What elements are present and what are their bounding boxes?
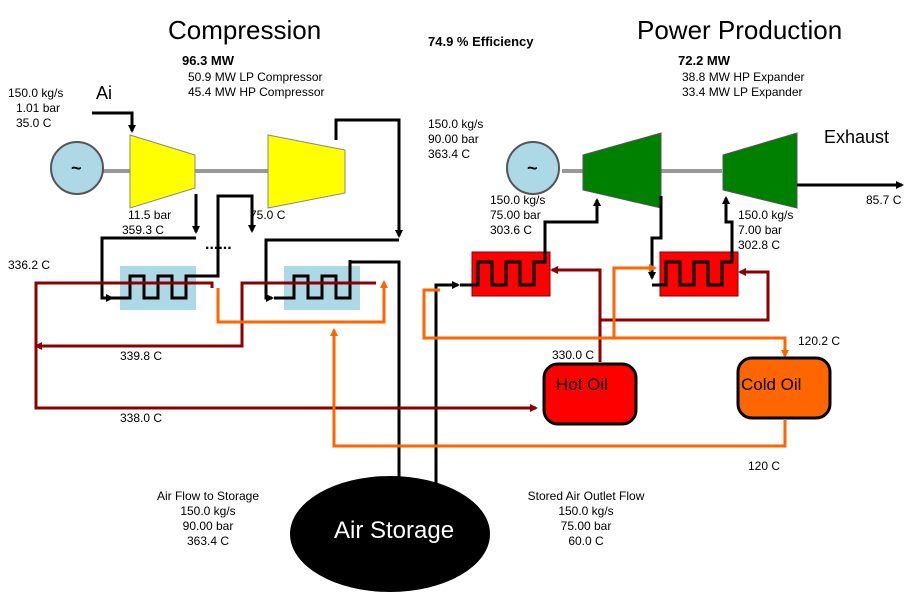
lp-expander — [722, 132, 798, 209]
storage-inlet-flow: 150.0 kg/s — [428, 117, 484, 131]
exhaust-temp: 85.7 C — [866, 193, 902, 207]
cold-oil-from-hp-reheater — [422, 264, 657, 340]
lp-compressor — [129, 134, 196, 209]
hp-outlet-line — [334, 118, 403, 238]
compression-total-power: 96.3 MW — [182, 53, 235, 68]
air-storage-label: Air Storage — [334, 517, 455, 544]
power-production-total: 72.2 MW — [678, 53, 731, 68]
lp-outlet-pressure: 11.5 bar — [128, 208, 172, 222]
power-production-title: Power Production — [637, 15, 843, 45]
cold-oil-label: Cold Oil — [741, 375, 802, 394]
to-storage-line — [350, 260, 403, 492]
oil-temp-330-0: 330.0 C — [552, 348, 595, 362]
lp-compressor-power: 50.9 MW LP Compressor — [188, 70, 323, 84]
lp-expander-inlet-temp: 302.8 C — [738, 238, 781, 252]
stored-outlet-flow: 150.0 kg/s — [558, 504, 614, 518]
hp-reheater — [471, 251, 551, 297]
inlet-temp: 35.0 C — [16, 116, 52, 130]
hot-oil-label: Hot Oil — [556, 375, 608, 394]
lp-reheater-coil — [652, 248, 734, 287]
stored-outlet-pressure: 75.00 bar — [560, 519, 612, 533]
hp-expander-inlet-pressure: 75.00 bar — [490, 208, 541, 222]
reheater-to-lp-expander-line — [722, 196, 734, 250]
air-inlet-line — [92, 111, 136, 133]
compression-title: Compression — [168, 15, 322, 45]
hot-oil-supply-lp-reheater — [600, 268, 770, 322]
air-storage-cavern — [290, 476, 490, 592]
cold-oil-to-intercoolers — [330, 328, 787, 448]
hot-oil-return-hp — [34, 281, 376, 350]
stored-outlet-title: Stored Air Outlet Flow — [527, 489, 645, 503]
inlet-label: Ai — [96, 83, 113, 103]
hot-oil-tank — [542, 362, 638, 426]
hot-oil-supply-hp-reheater — [550, 266, 602, 362]
storage-inlet-pressure: 90.00 bar — [428, 132, 479, 146]
lp-to-intercooler-line — [100, 236, 196, 302]
inlet-pressure: 1.01 bar — [16, 101, 61, 115]
flow-to-storage-title: Air Flow to Storage — [156, 489, 260, 503]
flow-to-storage-flow: 150.0 kg/s — [180, 504, 236, 518]
lp-outlet-temp: 359.3 C — [122, 223, 165, 237]
hp-expander-inlet-temp: 303.6 C — [490, 223, 533, 237]
compression-motor — [50, 141, 104, 195]
generator-symbol: ~ — [527, 158, 538, 178]
stored-outlet-temp: 60.0 C — [568, 534, 604, 548]
storage-inlet-temp: 363.4 C — [428, 147, 471, 161]
oil-temp-338-0: 338.0 C — [120, 411, 163, 425]
inlet-flow: 150.0 kg/s — [8, 86, 64, 100]
from-storage-line — [434, 281, 460, 496]
reheater-to-hp-expander-line — [543, 198, 601, 250]
lp-reheater — [659, 251, 739, 297]
hp-compressor-power: 45.4 MW HP Compressor — [188, 85, 325, 99]
oil-temp-120-2: 120.2 C — [798, 334, 841, 348]
cold-oil-intercooler-loop — [216, 280, 388, 324]
motor-symbol: ~ — [71, 158, 82, 178]
oil-temp-120: 120 C — [748, 459, 781, 473]
cold-oil-tank — [736, 356, 832, 420]
hp-expander — [582, 132, 662, 209]
generator — [506, 141, 560, 195]
hp-expander-to-reheater-line — [648, 196, 663, 280]
hp-compressor — [267, 134, 346, 209]
lp-expander-power: 33.4 MW LP Expander — [682, 85, 803, 99]
lp-expander-inlet-pressure: 7.00 bar — [738, 223, 783, 237]
flow-to-storage-pressure: 90.00 bar — [182, 519, 234, 533]
hp-inlet-temp: 75.0 C — [250, 208, 286, 222]
cold-oil-to-storage — [614, 336, 789, 358]
efficiency-label: 74.9 % Efficiency — [428, 34, 534, 49]
ellipsis-dots: ...... — [205, 236, 232, 253]
oil-temp-339-8: 339.8 C — [120, 349, 163, 363]
intercooler-to-hp-line — [196, 194, 256, 278]
hp-expander-power: 38.8 MW HP Expander — [682, 70, 805, 84]
exhaust-label: Exhaust — [824, 127, 890, 147]
lp-expander-inlet-flow: 150.0 kg/s — [738, 208, 794, 222]
hp-to-intercooler-line — [264, 238, 399, 302]
oil-temp-336-2: 336.2 C — [8, 258, 51, 272]
hp-expander-inlet-flow: 150.0 kg/s — [490, 193, 546, 207]
flow-to-storage-temp: 363.4 C — [186, 534, 230, 548]
hp-reheater-coil — [460, 248, 547, 287]
hot-oil-return-lp — [34, 281, 538, 412]
lp-intercooler-coil — [110, 274, 196, 300]
